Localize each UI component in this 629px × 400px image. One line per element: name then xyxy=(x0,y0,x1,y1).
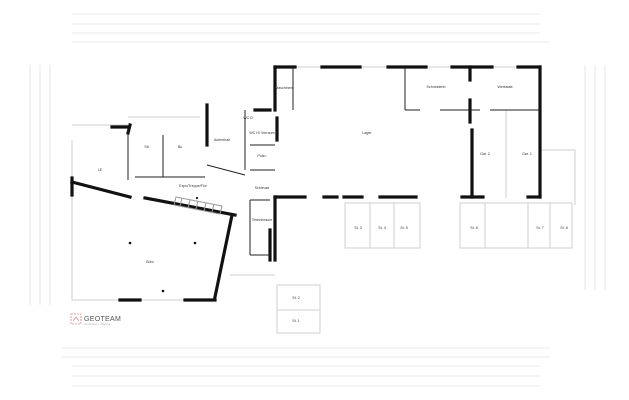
room-label-aufenthalt: Aufenthalt xyxy=(214,138,230,142)
staircase xyxy=(173,196,223,215)
parking-label: St. 5 xyxy=(400,226,407,230)
room-labels: LE Sti. Bu Aufenthalt WC D WC H/ Vorraum… xyxy=(98,85,532,264)
room-label-maschinen: Maschinen xyxy=(275,86,292,90)
room-label-flur: Expo/Treppe/Flur xyxy=(179,184,207,188)
room-label-wc-vorraum: WC H/ Vorraum xyxy=(249,131,274,135)
parking-label: St. 6 xyxy=(470,226,477,230)
parking-label: St. 1 xyxy=(292,319,299,323)
room-label-gar2: Gar. 2 xyxy=(480,152,490,156)
parking-labels: St. 3 St. 4 St. 5 St. 6 St. 7 St. 8 St. … xyxy=(292,226,567,323)
room-label-schneiderei: Schneiderei xyxy=(427,85,446,89)
room-label-werkstatt: Werkstatt xyxy=(497,85,512,89)
room-label-wc: WC D xyxy=(243,116,253,120)
room-label-lager: Lager xyxy=(362,131,372,135)
columns xyxy=(128,196,199,293)
walls xyxy=(70,65,542,302)
geoteam-logo: GEOTEAM Vermessung · Planung xyxy=(70,313,121,326)
room-label-gar1: Gar. 1 xyxy=(522,152,532,156)
logo-tagline: Vermessung · Planung xyxy=(84,322,111,326)
room-label-schleuse: Schleuse xyxy=(255,186,270,190)
dimension-lines xyxy=(29,13,606,387)
room-label-le: LE xyxy=(98,168,103,172)
parking-label: St. 2 xyxy=(292,296,299,300)
logo-name: GEOTEAM xyxy=(84,316,121,323)
windows xyxy=(71,66,576,334)
parking-label: St. 7 xyxy=(536,226,543,230)
parking-label: St. 8 xyxy=(560,226,567,230)
parking-label: St. 3 xyxy=(354,226,361,230)
room-label-buero: Büro xyxy=(146,260,154,264)
parking-label: St. 4 xyxy=(378,226,385,230)
room-label-technik: Technikraum xyxy=(252,218,272,222)
room-label-bu: Bu xyxy=(178,145,182,149)
room-label-putz: Putzr. xyxy=(257,154,266,158)
room-label-sti: Sti. xyxy=(144,145,149,149)
